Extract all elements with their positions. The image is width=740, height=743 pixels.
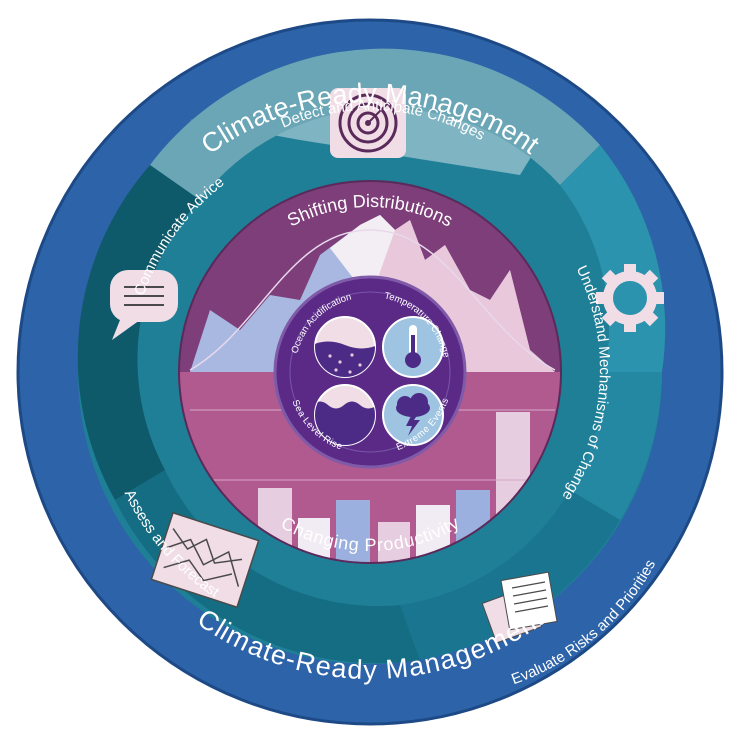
documents-icon [481, 571, 558, 644]
segment-evaluate[interactable] [400, 490, 620, 660]
radar-icon [330, 88, 406, 158]
segment-communicate[interactable] [77, 165, 200, 500]
ocean-acidification-icon [314, 316, 376, 378]
storm-cloud-icon [382, 384, 444, 446]
center-circle [273, 275, 467, 469]
forecast-chart-icon [150, 511, 260, 609]
thermometer-icon [382, 316, 444, 378]
outer-ring-edge [16, 18, 724, 726]
speech-bubble-icon [110, 270, 178, 340]
sea-level-rise-icon [314, 384, 376, 446]
